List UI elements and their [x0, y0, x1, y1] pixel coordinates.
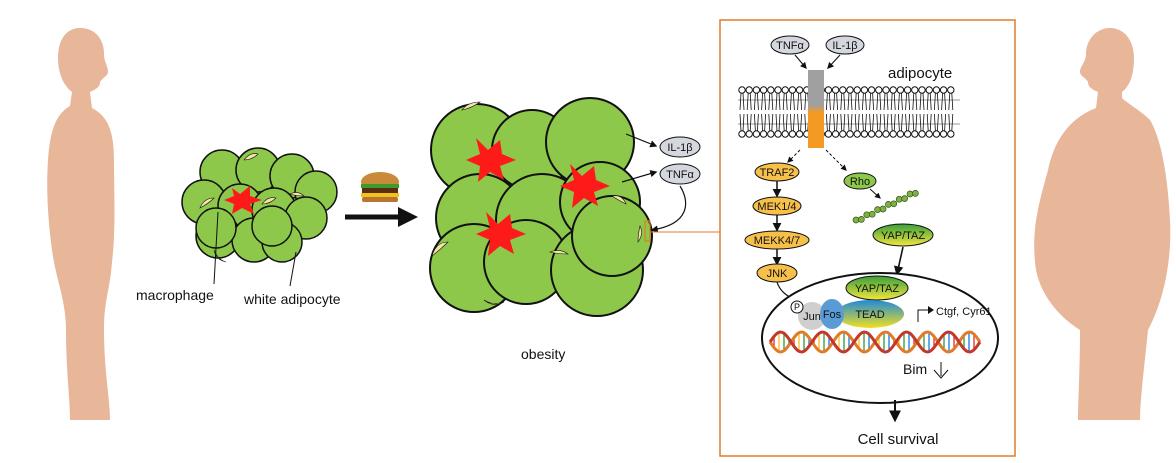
tnfa-bubble: TNFα	[659, 163, 701, 185]
zoom-marker	[644, 220, 651, 242]
tead-factor: TEAD	[836, 300, 904, 328]
macrophage-star-3	[476, 212, 526, 256]
obese-person-silhouette	[1034, 28, 1171, 420]
svg-text:TRAF2: TRAF2	[760, 167, 795, 179]
yap-taz-nuclear: YAP/TAZ	[845, 275, 909, 301]
lean-person-silhouette	[47, 28, 115, 420]
macrophage-label: macrophage	[136, 287, 214, 303]
transcription-start-arrow	[917, 306, 934, 322]
svg-text:IL-1β: IL-1β	[667, 142, 692, 154]
jun-factor: Jun	[798, 302, 826, 330]
svg-text:YAP/TAZ: YAP/TAZ	[881, 230, 925, 242]
burger-icon	[361, 172, 399, 202]
il1b-bubble: IL-1β	[659, 136, 701, 158]
rho-node: Rho	[843, 172, 877, 190]
svg-text:YAP/TAZ: YAP/TAZ	[855, 283, 899, 295]
svg-text:IL-1β: IL-1β	[832, 40, 857, 52]
macrophage-star-small	[224, 186, 262, 214]
traf2-node: TRAF2	[754, 162, 800, 182]
mekk47-node: MEKK4/7	[744, 230, 810, 250]
svg-text:MEKK4/7: MEKK4/7	[754, 235, 800, 247]
svg-text:MEK1/4: MEK1/4	[757, 201, 796, 213]
macrophage-star-2	[560, 164, 610, 208]
svg-text:TNFα: TNFα	[666, 169, 694, 181]
phospho-mark: P	[790, 300, 804, 314]
macrophage-star-1	[466, 138, 516, 182]
bim-down-arrow	[933, 362, 949, 379]
actin-filament	[852, 190, 919, 224]
svg-text:JNK: JNK	[767, 268, 788, 280]
il1b-ligand: IL-1β	[825, 35, 865, 55]
svg-text:TEAD: TEAD	[855, 309, 884, 321]
target-genes-label: Ctgf, Cyr61	[936, 306, 992, 318]
obese-adipocyte-cluster	[429, 97, 653, 317]
svg-text:P: P	[794, 302, 800, 312]
jnk-node: JNK	[756, 263, 798, 283]
yap-taz-cytoplasm: YAP/TAZ	[872, 223, 934, 247]
svg-text:TNFα: TNFα	[776, 40, 804, 52]
cytokine-receptor	[808, 70, 824, 148]
obesity-label: obesity	[521, 346, 565, 362]
cell-survival-label: Cell survival	[858, 431, 939, 448]
white-adipocyte-label: white adipocyte	[243, 291, 341, 307]
tnfa-ligand: TNFα	[770, 35, 810, 55]
fos-factor: Fos	[820, 299, 844, 329]
mek14-node: MEK1/4	[752, 196, 802, 216]
dna-helix	[768, 330, 982, 354]
adipocyte-label: adipocyte	[888, 65, 952, 82]
bim-label: Bim	[903, 361, 927, 377]
svg-text:Fos: Fos	[823, 309, 842, 321]
svg-text:Jun: Jun	[803, 311, 821, 323]
svg-text:Rho: Rho	[850, 176, 870, 188]
lean-adipocyte-cluster	[181, 147, 338, 287]
